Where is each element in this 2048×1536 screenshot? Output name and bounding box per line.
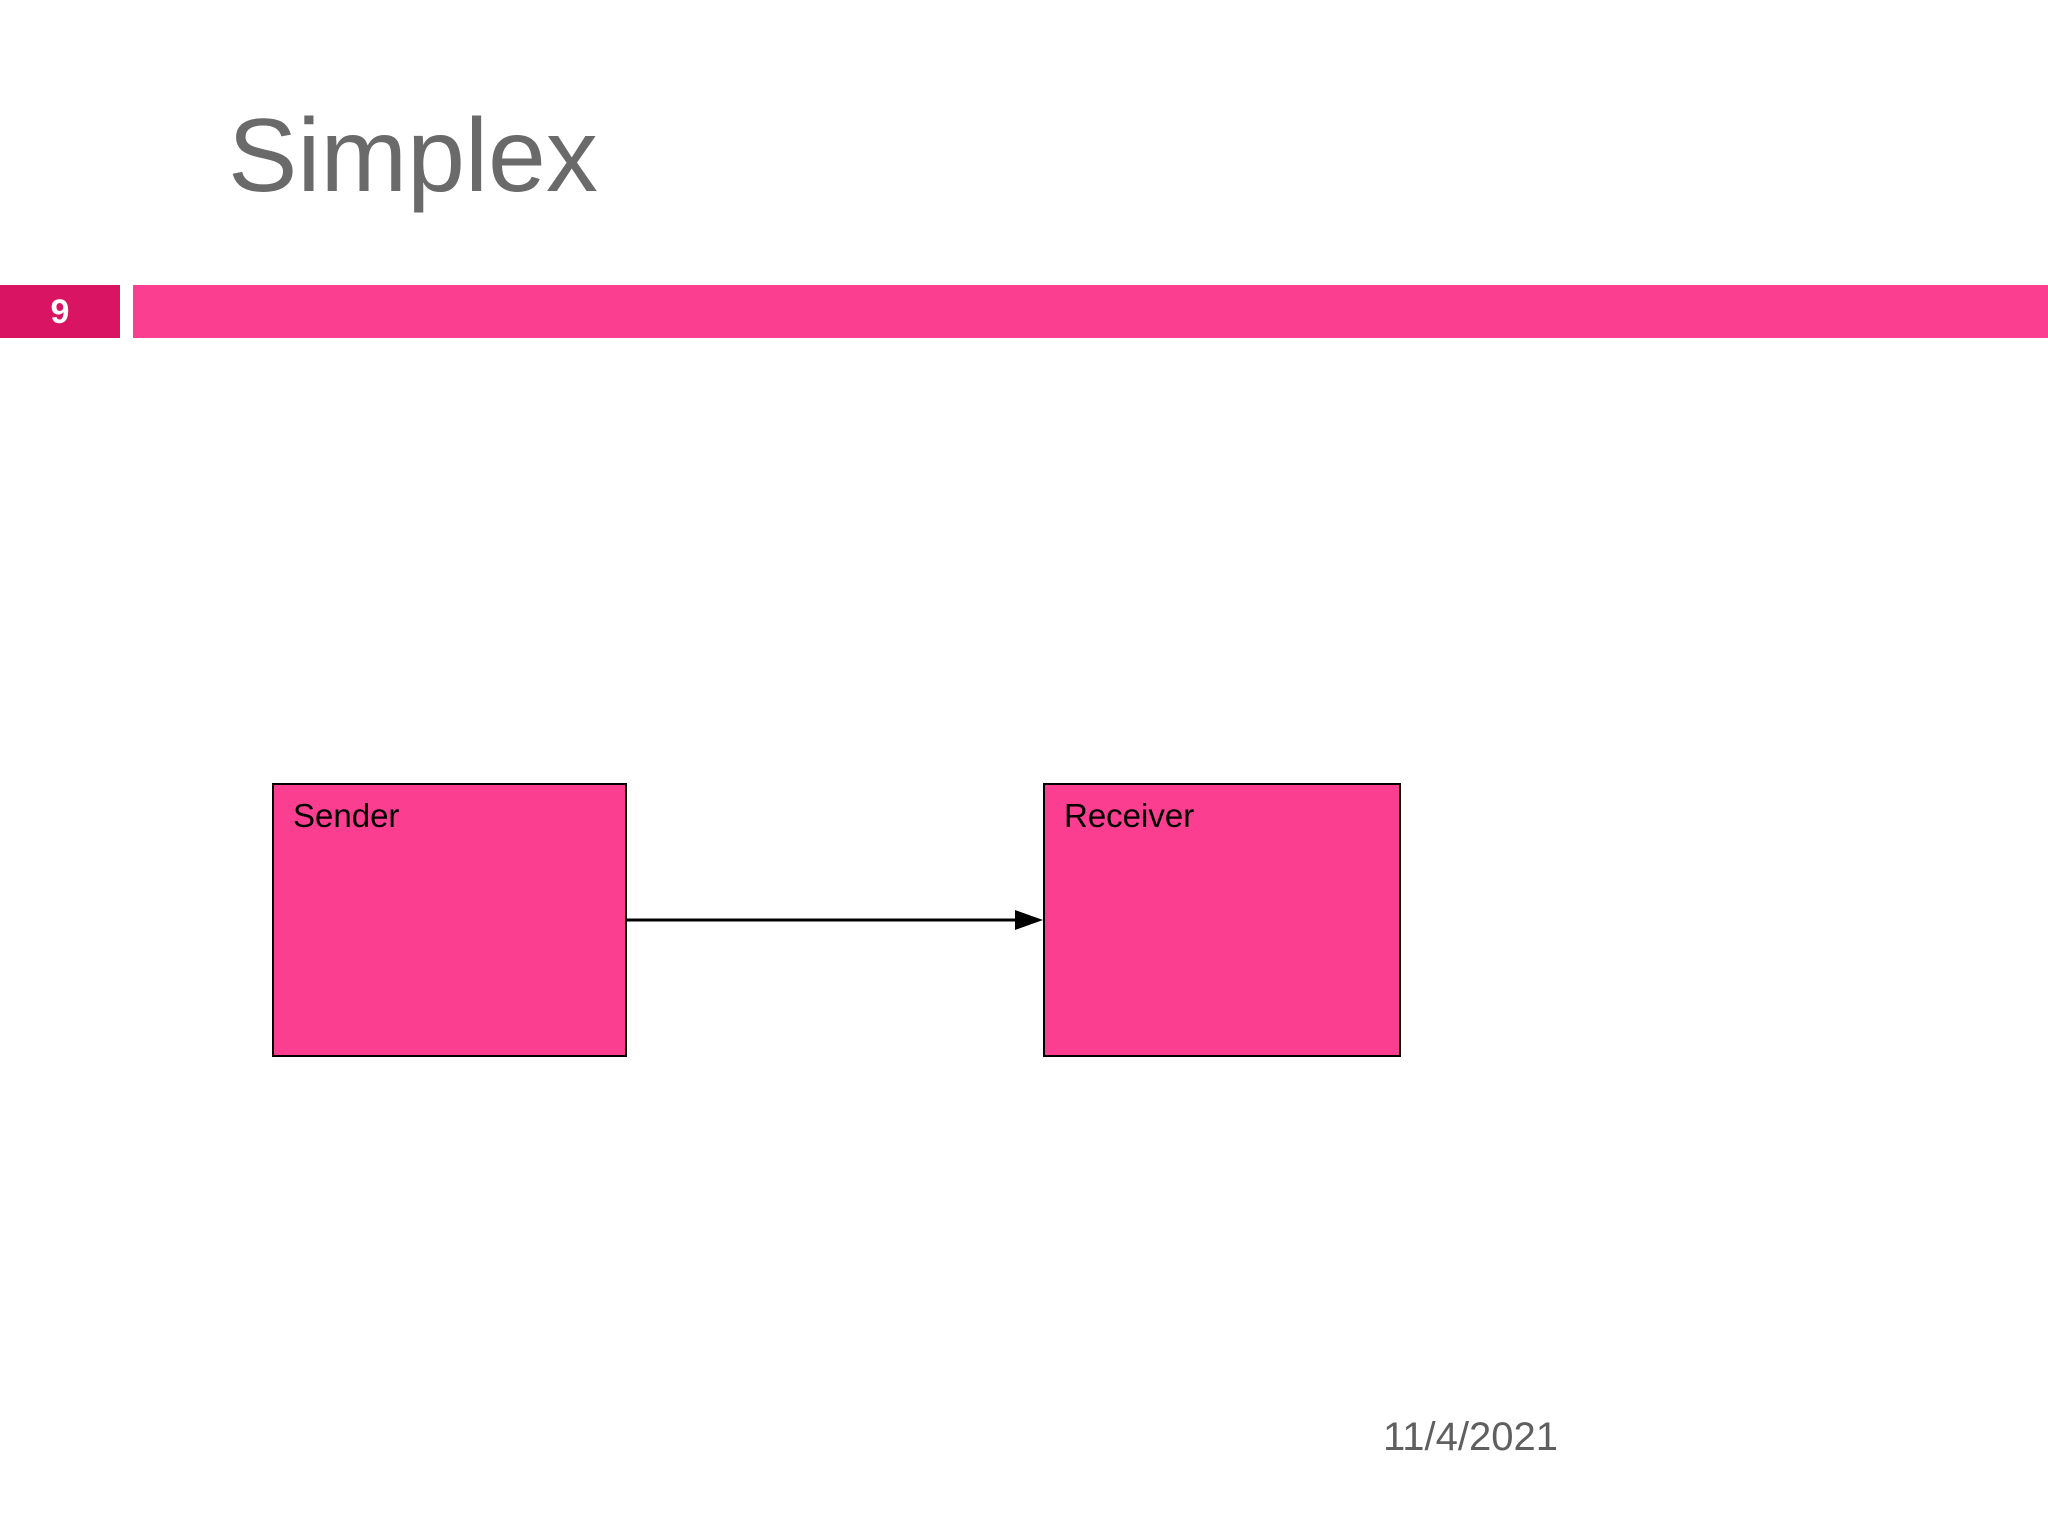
receiver-label: Receiver — [1064, 797, 1195, 834]
accent-bar — [133, 285, 2048, 338]
sender-label: Sender — [293, 797, 400, 834]
receiver-box: Receiver — [1043, 783, 1401, 1057]
page-number: 9 — [50, 292, 70, 331]
page-number-badge: 9 — [0, 285, 120, 338]
slide-date: 11/4/2021 — [1383, 1415, 1558, 1459]
sender-box: Sender — [272, 783, 627, 1057]
arrow-connector-icon — [627, 910, 1043, 930]
slide-title: Simplex — [228, 98, 598, 214]
